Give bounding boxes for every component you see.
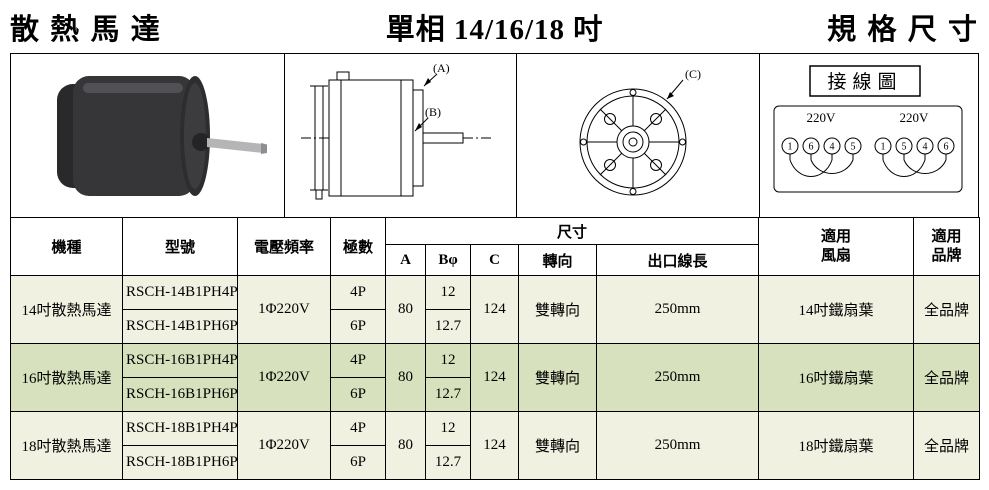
- cell-wire-length: 250mm: [595, 275, 760, 344]
- col-header-fan: 適用 風扇: [758, 217, 915, 276]
- left-terminal-circles: [781, 137, 955, 155]
- wiring-right-voltage: 220V: [900, 110, 930, 125]
- cell-rotation: 雙轉向: [518, 411, 597, 480]
- cell-poles: 4P: [330, 411, 386, 446]
- cell-fan: 18吋鐵扇葉: [758, 411, 915, 480]
- cell-dim-b: 12.7: [425, 445, 471, 480]
- cell-brand: 全品牌: [913, 275, 981, 344]
- cell-voltage: 1Φ220V: [237, 275, 331, 344]
- cell-model-no: RSCH-18B1PH6P: [122, 445, 238, 480]
- col-header-wire-length: 出口線長: [595, 244, 760, 276]
- col-header-dim-b: Bφ: [425, 244, 471, 276]
- col-header-fan-line1: 適用: [821, 228, 852, 245]
- col-header-rotation: 轉向: [518, 244, 597, 276]
- cell-dim-a: 80: [385, 343, 426, 412]
- title-spec: 規 格 尺 寸: [827, 13, 979, 46]
- terminal-numbers: 1 6 4 5 1 5 4 6: [788, 142, 949, 153]
- cell-fan: 14吋鐵扇葉: [758, 275, 915, 344]
- cell-fan: 16吋鐵扇葉: [758, 343, 915, 412]
- cell-dim-a: 80: [385, 411, 426, 480]
- cell-wire-length: 250mm: [595, 343, 760, 412]
- cell-rotation: 雙轉向: [518, 343, 597, 412]
- left-terminal-4: 5: [851, 142, 856, 153]
- col-header-brand-line1: 適用: [931, 228, 962, 245]
- table-row: 14吋散熱馬達 RSCH-14B1PH4P 1Φ220V 4P 80 12 12…: [10, 275, 981, 344]
- col-header-poles: 極數: [330, 217, 386, 276]
- cell-voltage: 1Φ220V: [237, 343, 331, 412]
- page-header: 散 熱 馬 達 單相 14/16/18 吋 規 格 尺 寸: [10, 0, 979, 53]
- col-header-fan-line2: 風扇: [821, 247, 852, 264]
- title-product: 散 熱 馬 達: [10, 13, 162, 46]
- cell-poles: 4P: [330, 343, 386, 378]
- cell-model-no: RSCH-16B1PH4P: [122, 343, 238, 378]
- cell-dim-c: 124: [470, 343, 519, 412]
- cell-model-type: 18吋散熱馬達: [10, 411, 123, 480]
- cell-dim-b: 12: [425, 343, 471, 378]
- table-row: RSCH-18B1PH6P 6P 12.7: [11, 445, 980, 480]
- cell-rotation: 雙轉向: [518, 275, 597, 344]
- cell-model-type: 14吋散熱馬達: [10, 275, 123, 344]
- cell-dim-b: 12.7: [425, 377, 471, 412]
- left-terminal-2: 6: [809, 142, 814, 153]
- cell-model-type: 16吋散熱馬達: [10, 343, 123, 412]
- col-header-dim-a: A: [385, 244, 426, 276]
- cell-dim-a: 80: [385, 275, 426, 344]
- col-header-dim-c: C: [470, 244, 519, 276]
- dim-a-label: (A): [433, 61, 450, 75]
- diagram-panels: (A) (B): [10, 53, 979, 218]
- side-view-panel: (A) (B): [285, 54, 517, 217]
- cell-brand: 全品牌: [913, 411, 981, 480]
- cell-dim-b: 12: [425, 275, 471, 310]
- table-row: 18吋散熱馬達 RSCH-18B1PH4P 1Φ220V 4P 80 12 12…: [10, 411, 981, 480]
- col-header-voltage-freq: 電壓頻率: [237, 217, 331, 276]
- cell-model-no: RSCH-16B1PH6P: [122, 377, 238, 412]
- cell-model-no: RSCH-14B1PH6P: [122, 309, 238, 344]
- right-terminal-1: 1: [881, 142, 886, 153]
- cell-model-no: RSCH-14B1PH4P: [122, 275, 238, 310]
- left-terminal-3: 4: [830, 142, 835, 153]
- wiring-panel: 接線圖 220V 220V 1 6 4 5 1 5 4: [760, 54, 978, 217]
- right-terminal-4: 6: [944, 142, 949, 153]
- front-view-drawing: (C): [579, 67, 701, 196]
- spec-table: 機種 型號 電壓頻率 極數 尺寸 適用 風扇 適用 品牌 A Bφ C 轉向: [10, 217, 981, 480]
- dim-b-label: (B): [425, 105, 441, 119]
- col-header-dimensions: 尺寸: [384, 217, 760, 245]
- cell-voltage: 1Φ220V: [237, 411, 331, 480]
- table-row: RSCH-16B1PH6P 6P 12.7: [11, 377, 980, 412]
- col-header-brand-line2: 品牌: [931, 247, 962, 264]
- cell-dim-b: 12: [425, 411, 471, 446]
- table-header-row-2: A Bφ C 轉向 出口線長: [11, 244, 980, 276]
- cell-dim-c: 124: [470, 411, 519, 480]
- cell-dim-c: 124: [470, 275, 519, 344]
- right-terminal-2: 5: [902, 142, 907, 153]
- cell-model-no: RSCH-18B1PH4P: [122, 411, 238, 446]
- wiring-diagram: 接線圖 220V 220V 1 6 4 5 1 5 4: [773, 65, 963, 193]
- cell-poles: 6P: [330, 309, 386, 344]
- cell-poles: 6P: [330, 445, 386, 480]
- right-terminal-3: 4: [923, 142, 928, 153]
- motor-photo: [57, 76, 267, 196]
- cell-brand: 全品牌: [913, 343, 981, 412]
- table-header-row-1: 機種 型號 電壓頻率 極數 尺寸 適用 風扇 適用 品牌: [10, 217, 981, 276]
- title-phase-size: 單相 14/16/18 吋: [385, 13, 604, 46]
- cell-wire-length: 250mm: [595, 411, 760, 480]
- col-header-brand: 適用 品牌: [913, 217, 981, 276]
- side-view-drawing: (A) (B): [301, 61, 491, 200]
- left-terminal-1: 1: [788, 142, 793, 153]
- col-header-model-no: 型號: [122, 217, 238, 276]
- table-row: 16吋散熱馬達 RSCH-16B1PH4P 1Φ220V 4P 80 12 12…: [10, 343, 981, 412]
- wiring-left-voltage: 220V: [807, 110, 837, 125]
- motor-photo-panel: [11, 54, 285, 217]
- front-view-panel: (C): [517, 54, 760, 217]
- cell-poles: 4P: [330, 275, 386, 310]
- dim-c-label: (C): [685, 67, 701, 81]
- wiring-title: 接線圖: [827, 71, 902, 93]
- col-header-model-type: 機種: [10, 217, 123, 276]
- cell-poles: 6P: [330, 377, 386, 412]
- wiring-arcs: [789, 154, 947, 177]
- cell-dim-b: 12.7: [425, 309, 471, 344]
